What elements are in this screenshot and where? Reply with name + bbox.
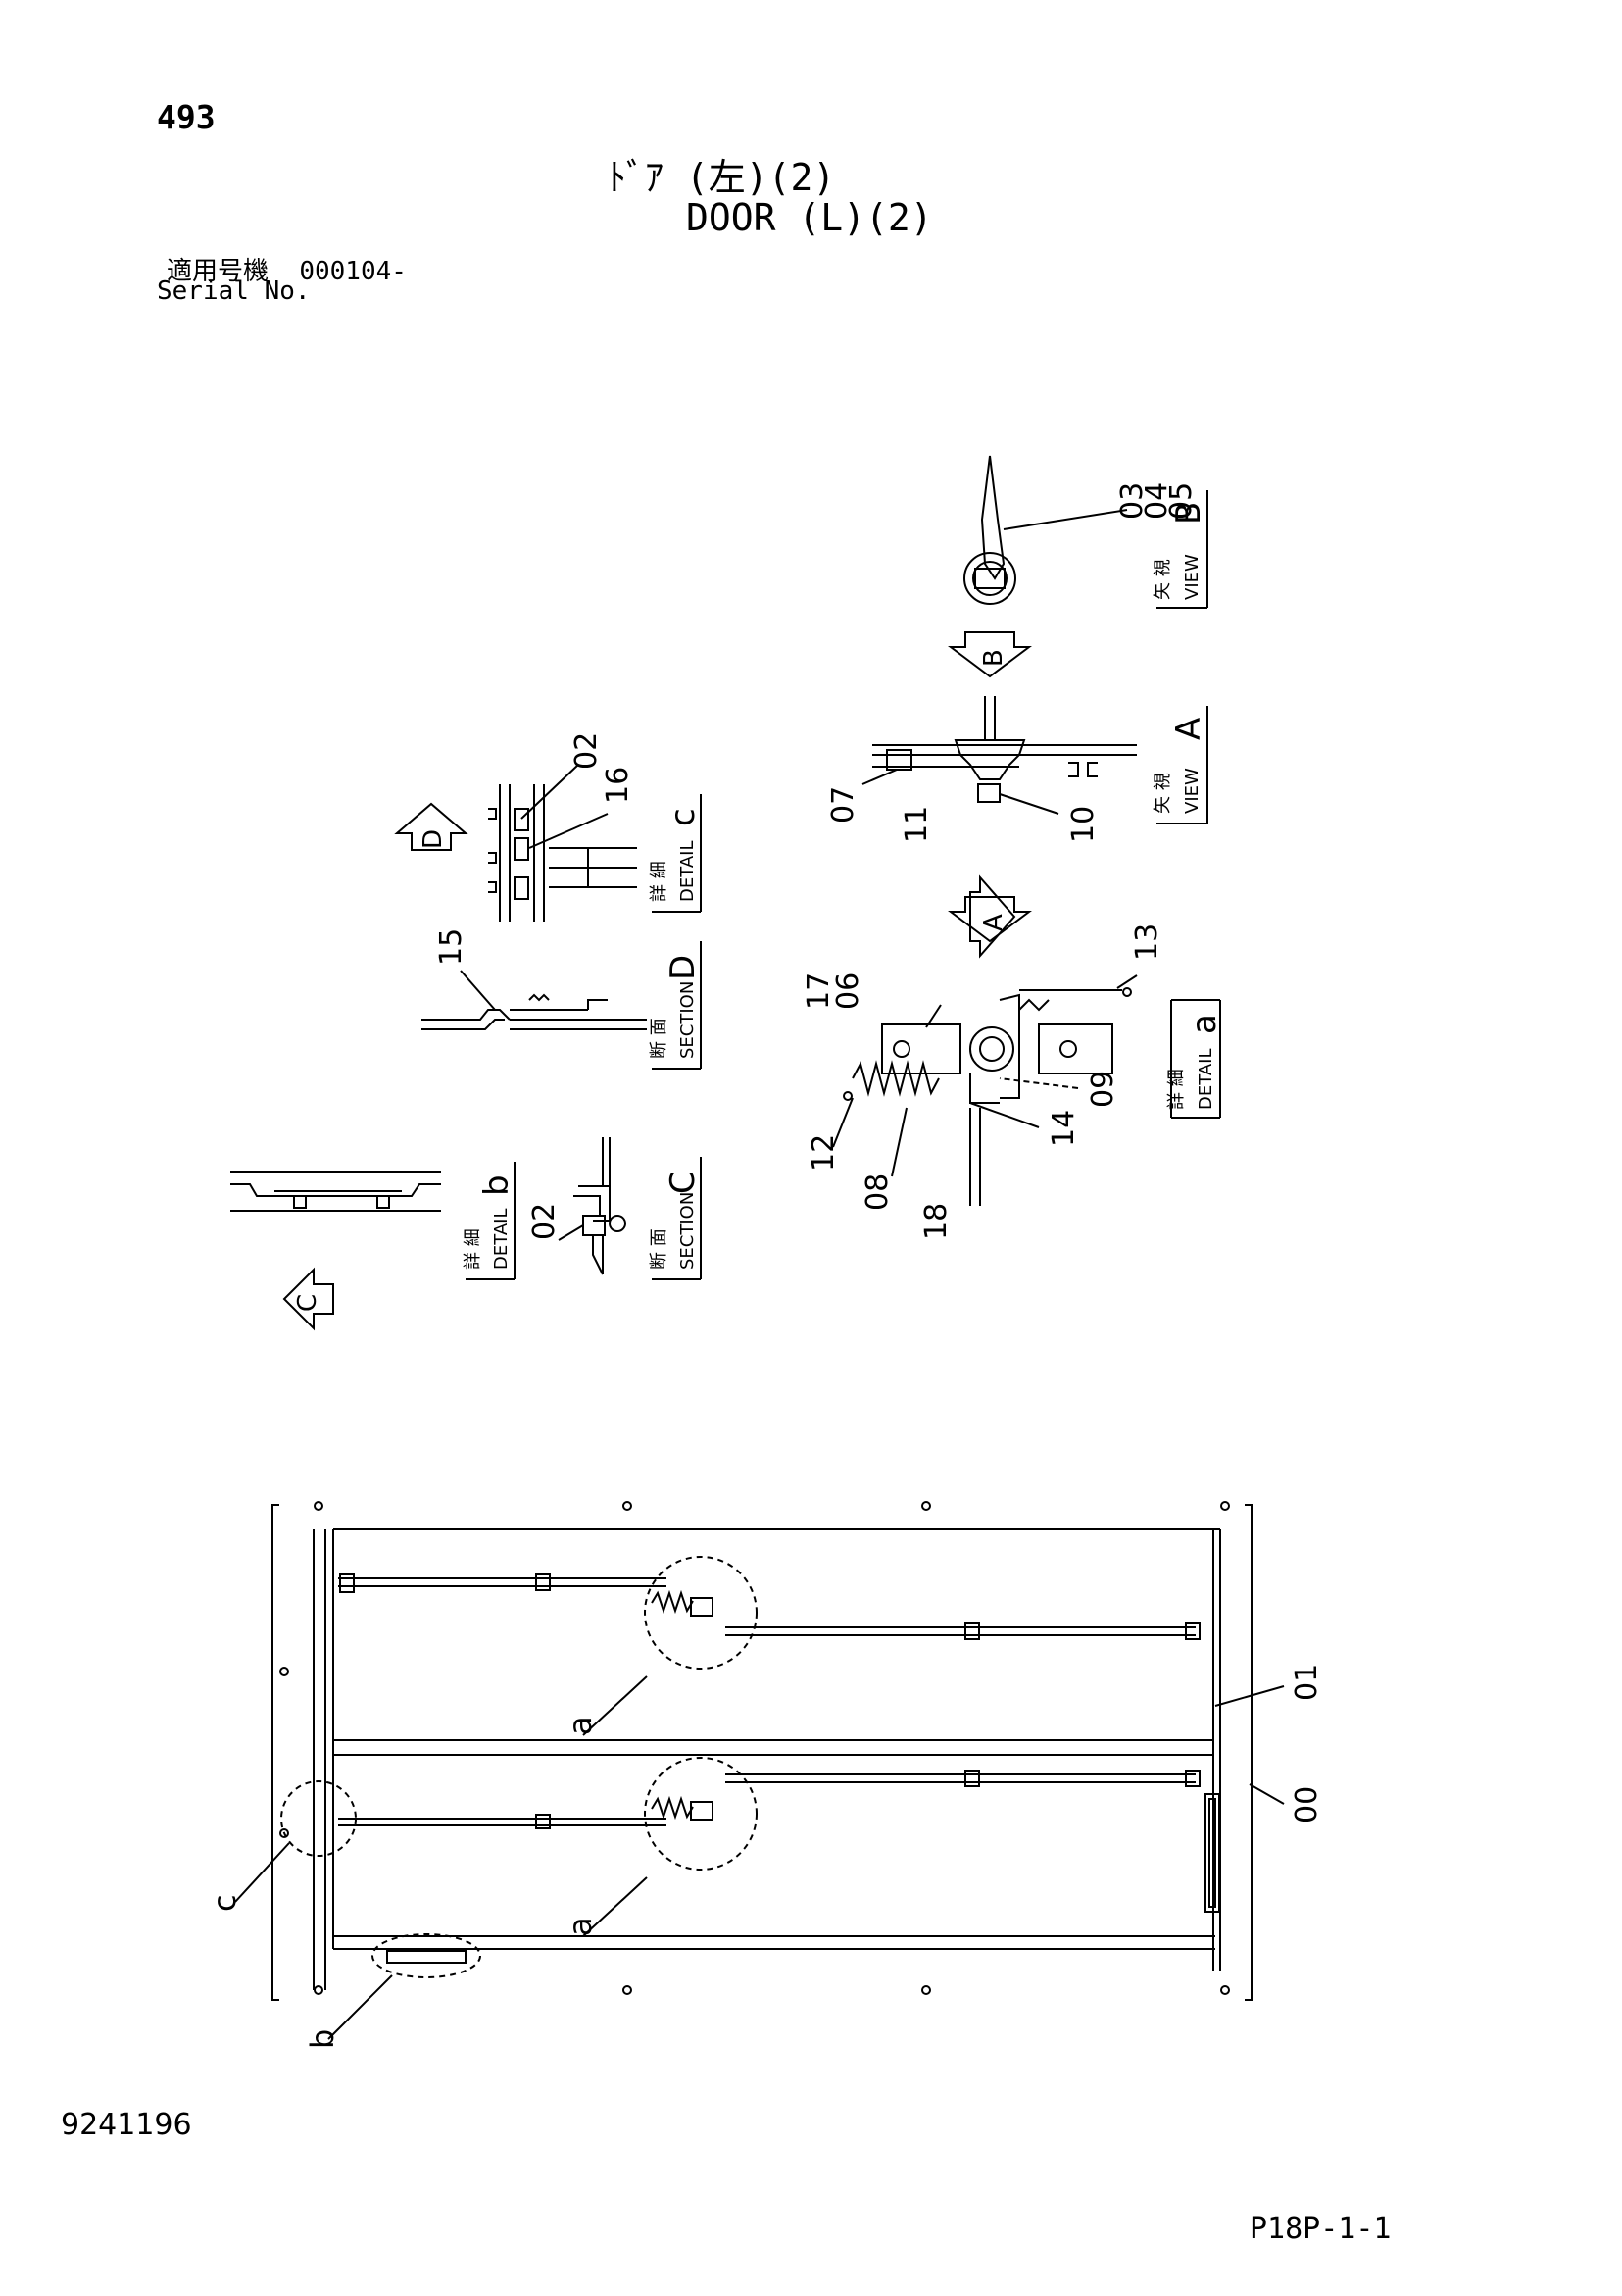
leader-c [234,1842,290,1903]
callout-08: 08 [860,1173,895,1211]
detail-a-letter: a [1185,1014,1224,1034]
callout-00: 00 [1290,1786,1324,1823]
view-b-jp: 矢 視 [1153,559,1173,600]
callout-02-detail-c: 02 [569,732,604,770]
label-box-view-a: 矢 視 VIEW A [1153,706,1208,824]
callout-14: 14 [1047,1110,1081,1147]
ref-b: b [304,2029,341,2049]
detail-a-en: DETAIL [1196,1049,1216,1110]
detail-a-jp: 詳 細 [1166,1069,1187,1110]
leader-08 [891,1107,908,1177]
callout-09: 09 [1086,1071,1120,1108]
leader-15 [460,970,496,1011]
callout-10: 10 [1066,806,1101,843]
view-b-letter: B [1169,502,1208,524]
section-c-en: SECTION [677,1192,698,1270]
callout-16: 16 [601,767,635,804]
callout-03: 03 [1115,482,1150,520]
view-a-letter: A [1169,718,1208,740]
callout-02-section-c: 02 [527,1203,562,1240]
ref-c: c [206,1894,243,1912]
detail-c-en: DETAIL [677,841,698,902]
ref-a-lower: a [562,1917,599,1936]
leader-02b [558,1224,584,1241]
view-b-en: VIEW [1182,554,1203,600]
detail-c-drawing [488,764,637,922]
view-b-drawing [963,455,1128,605]
leader-b [327,1974,393,2040]
page-number: 493 [157,98,216,136]
section-c-letter: C [664,1171,703,1194]
view-a-drawing [861,696,1137,815]
leader-14 [969,1102,1040,1128]
callout-13: 13 [1130,923,1164,961]
section-c-jp: 断 面 [649,1228,669,1270]
label-box-detail-c: 詳 細 DETAIL c [649,794,703,913]
door-assembly [234,1501,1285,2040]
leader-10 [999,793,1059,815]
leader-a1 [582,1675,648,1736]
serial-label-jp: 適用号機 [167,257,270,286]
section-d-letter: D [664,955,703,980]
leader-06 [925,1004,942,1028]
arrow-c: C [282,1267,334,1331]
leader-12 [832,1097,854,1148]
arrow-c-letter: C [293,1294,322,1312]
label-box-view-b: 矢 視 VIEW B [1153,490,1208,609]
label-box-detail-b: 詳 細 DETAIL b [463,1162,516,1280]
drawing-number: 9241196 [61,2108,192,2142]
serial-label-japanese: 適用号機 000104- [167,251,407,287]
title-japanese: ﾄﾞｱ (左)(2) [608,156,836,199]
section-d-en: SECTION [677,981,698,1059]
callout-04: 04 [1140,482,1174,520]
callout-05: 05 [1164,482,1199,520]
title-english: DOOR (L)(2) [686,196,933,239]
section-c-drawing [558,1137,626,1275]
arrow-d: D [394,802,468,851]
label-box-section-c: 断 面 SECTION C [649,1157,703,1280]
leader-13 [1116,974,1138,989]
view-a-en: VIEW [1182,768,1203,814]
detail-a-drawing [832,974,1138,1206]
detail-c-jp: 詳 細 [649,861,669,902]
detail-b-drawing [230,1171,441,1212]
callout-15: 15 [434,928,468,966]
arrow-d-letter: D [418,829,448,849]
view-a-jp: 矢 視 [1153,773,1173,814]
section-d-drawing [421,970,647,1030]
serial-value: 000104- [299,257,407,286]
ref-a-upper: a [562,1716,599,1735]
arrow-b-letter: B [979,649,1008,667]
callout-18: 18 [919,1203,954,1240]
callout-11: 11 [900,806,934,843]
page-code: P18P-1-1 [1250,2212,1392,2246]
detail-b-letter: b [477,1174,516,1196]
label-box-detail-a: 詳 細 DETAIL a [1166,999,1224,1119]
leader-07 [861,769,898,785]
callout-17: 17 [802,973,836,1010]
serial-label-english: Serial No. [157,276,311,306]
label-box-section-d: 断 面 SECTION D [649,941,703,1070]
callout-01: 01 [1290,1664,1324,1701]
detail-b-jp: 詳 細 [463,1228,483,1270]
section-d-jp: 断 面 [649,1018,669,1059]
detail-b-en: DETAIL [491,1209,512,1270]
leader-02a [520,764,579,820]
leader-03 [1003,509,1128,530]
arrow-a: A [948,874,1032,959]
callout-07: 07 [826,786,860,824]
arrow-a-letter: A [979,914,1008,931]
leader-a2 [582,1876,648,1937]
leader-01 [1214,1685,1285,1707]
leader-09 [999,1077,1079,1089]
callout-12: 12 [807,1134,841,1172]
arrow-b: B [948,631,1032,678]
detail-c-letter: c [664,808,703,826]
callout-06: 06 [831,973,865,1010]
leader-00 [1249,1783,1285,1805]
leader-16 [528,813,609,849]
